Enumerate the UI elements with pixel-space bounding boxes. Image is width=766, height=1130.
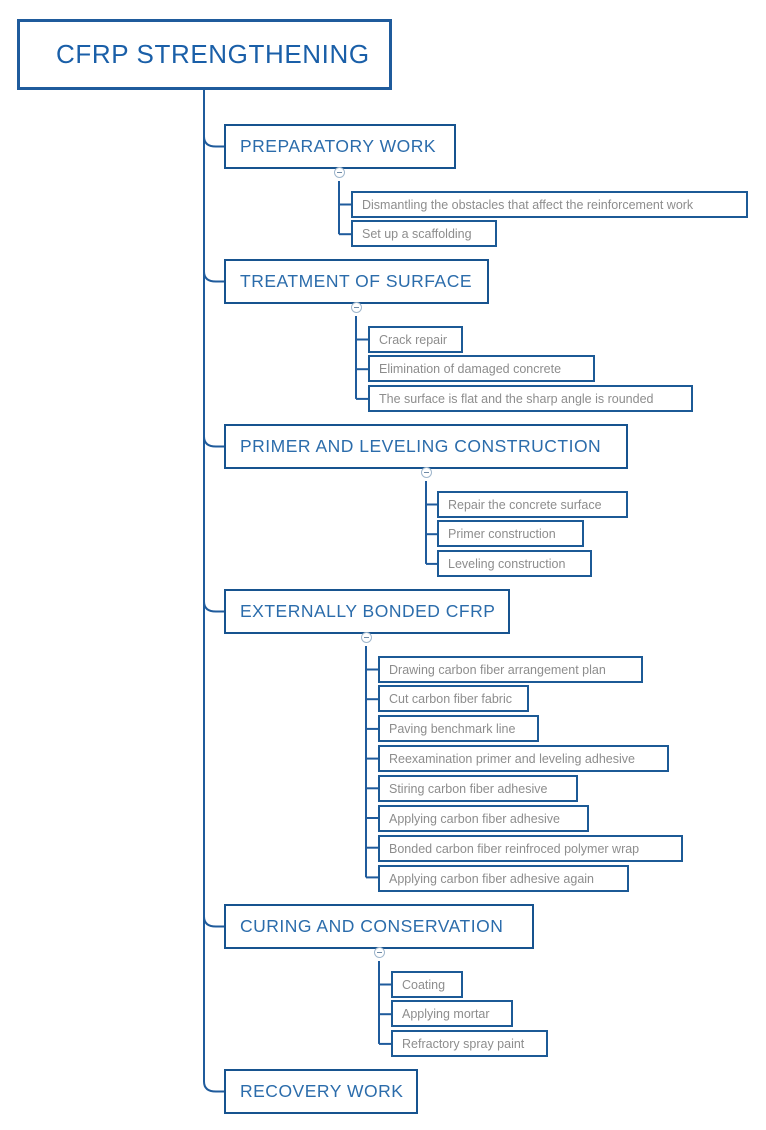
collapse-minus-icon-treatment-of-surface[interactable] bbox=[351, 302, 362, 313]
leaf-label: Dismantling the obstacles that affect th… bbox=[362, 197, 694, 212]
branch-node-primer-and-leveling-construction[interactable]: PRIMER AND LEVELING CONSTRUCTION bbox=[224, 424, 628, 469]
leaf-node[interactable]: Leveling construction bbox=[437, 550, 592, 577]
leaf-node[interactable]: Set up a scaffolding bbox=[351, 220, 497, 247]
leaf-label: Bonded carbon fiber reinfroced polymer w… bbox=[389, 841, 640, 856]
branch-node-preparatory-work[interactable]: PREPARATORY WORK bbox=[224, 124, 456, 169]
leaf-node[interactable]: Drawing carbon fiber arrangement plan bbox=[378, 656, 643, 683]
leaf-node[interactable]: Dismantling the obstacles that affect th… bbox=[351, 191, 748, 218]
leaf-node[interactable]: Repair the concrete surface bbox=[437, 491, 628, 518]
collapse-minus-icon-externally-bonded-cfrp[interactable] bbox=[361, 632, 372, 643]
leaf-label: Repair the concrete surface bbox=[448, 497, 602, 512]
collapse-minus-icon-curing-and-conservation[interactable] bbox=[374, 947, 385, 958]
collapse-minus-icon-primer-and-leveling-construction[interactable] bbox=[421, 467, 432, 478]
leaf-node[interactable]: Applying carbon fiber adhesive again bbox=[378, 865, 629, 892]
leaf-node[interactable]: Cut carbon fiber fabric bbox=[378, 685, 529, 712]
leaf-label: Drawing carbon fiber arrangement plan bbox=[389, 662, 606, 677]
collapse-minus-icon-preparatory-work[interactable] bbox=[334, 167, 345, 178]
leaf-node[interactable]: Primer construction bbox=[437, 520, 584, 547]
leaf-node[interactable]: Bonded carbon fiber reinfroced polymer w… bbox=[378, 835, 683, 862]
leaf-node[interactable]: Refractory spray paint bbox=[391, 1030, 548, 1057]
branch-node-recovery-work[interactable]: RECOVERY WORK bbox=[224, 1069, 418, 1114]
leaf-label: Paving benchmark line bbox=[389, 721, 516, 736]
root-label: CFRP STRENGTHENING bbox=[56, 39, 370, 69]
leaf-label: Primer construction bbox=[448, 526, 556, 541]
branch-label: PREPARATORY WORK bbox=[240, 136, 437, 156]
root-node[interactable]: CFRP STRENGTHENING bbox=[17, 19, 392, 90]
leaf-label: Crack repair bbox=[379, 332, 448, 347]
branch-label: EXTERNALLY BONDED CFRP bbox=[240, 601, 496, 621]
branch-label: CURING AND CONSERVATION bbox=[240, 916, 504, 936]
branch-node-externally-bonded-cfrp[interactable]: EXTERNALLY BONDED CFRP bbox=[224, 589, 510, 634]
leaf-label: The surface is flat and the sharp angle … bbox=[379, 391, 654, 406]
leaf-node[interactable]: Stiring carbon fiber adhesive bbox=[378, 775, 578, 802]
leaf-label: Applying carbon fiber adhesive bbox=[389, 811, 560, 826]
leaf-node[interactable]: The surface is flat and the sharp angle … bbox=[368, 385, 693, 412]
leaf-label: Set up a scaffolding bbox=[362, 226, 472, 241]
leaf-node[interactable]: Applying mortar bbox=[391, 1000, 513, 1027]
leaf-label: Leveling construction bbox=[448, 556, 566, 571]
leaf-label: Applying mortar bbox=[402, 1006, 490, 1021]
leaf-label: Elimination of damaged concrete bbox=[379, 361, 562, 376]
leaf-node[interactable]: Elimination of damaged concrete bbox=[368, 355, 595, 382]
leaf-label: Reexamination primer and leveling adhesi… bbox=[389, 751, 635, 766]
branch-label: RECOVERY WORK bbox=[240, 1081, 404, 1101]
leaf-node[interactable]: Applying carbon fiber adhesive bbox=[378, 805, 589, 832]
leaf-node[interactable]: Reexamination primer and leveling adhesi… bbox=[378, 745, 669, 772]
leaf-label: Cut carbon fiber fabric bbox=[389, 691, 512, 706]
branch-node-treatment-of-surface[interactable]: TREATMENT OF SURFACE bbox=[224, 259, 489, 304]
branch-label: TREATMENT OF SURFACE bbox=[240, 271, 473, 291]
leaf-node[interactable]: Paving benchmark line bbox=[378, 715, 539, 742]
leaf-node[interactable]: Coating bbox=[391, 971, 463, 998]
leaf-node[interactable]: Crack repair bbox=[368, 326, 463, 353]
leaf-label: Coating bbox=[402, 977, 446, 992]
branch-node-curing-and-conservation[interactable]: CURING AND CONSERVATION bbox=[224, 904, 534, 949]
leaf-label: Stiring carbon fiber adhesive bbox=[389, 781, 548, 796]
leaf-label: Applying carbon fiber adhesive again bbox=[389, 871, 594, 886]
leaf-label: Refractory spray paint bbox=[402, 1036, 525, 1051]
branch-label: PRIMER AND LEVELING CONSTRUCTION bbox=[240, 436, 602, 456]
